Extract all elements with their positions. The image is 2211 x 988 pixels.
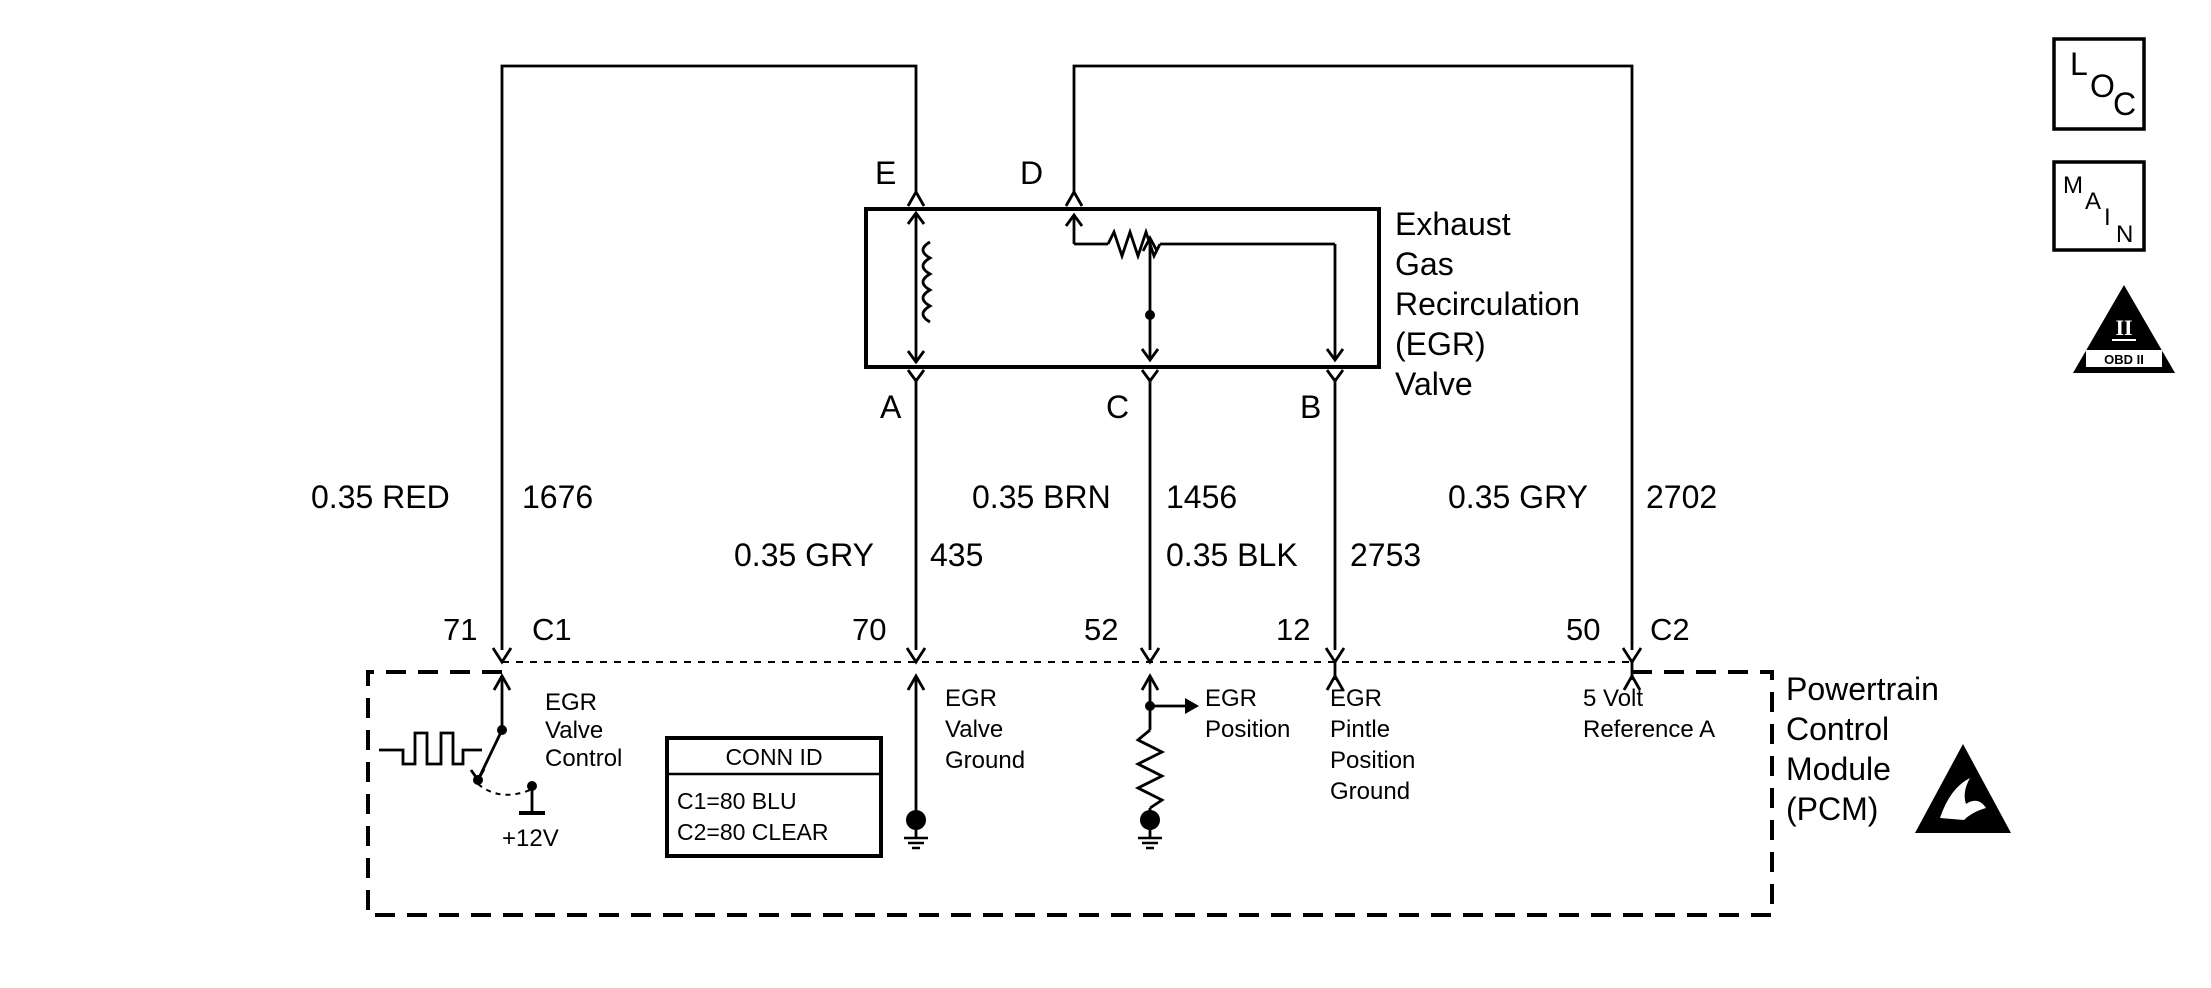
egr-valve-control-label-3: Control (545, 745, 622, 772)
wire-gry-435-size-color: 0.35 GRY (734, 537, 874, 573)
connector-a-icon (906, 369, 926, 384)
pin-52-label: 52 (1084, 612, 1118, 647)
ground-icon (904, 673, 928, 850)
egr-pintle-ground-label-2: Pintle (1330, 716, 1390, 743)
potentiometer-icon (1064, 212, 1345, 363)
egr-valve-ground-label-3: Ground (945, 747, 1025, 774)
egr-pintle-ground-label-3: Position (1330, 747, 1415, 774)
loc-letter-l: L (2070, 46, 2088, 82)
pin-70-label: 70 (852, 612, 886, 647)
egr-position-label-2: Position (1205, 716, 1290, 743)
wire-gry-2702-size-color: 0.35 GRY (1448, 479, 1588, 515)
egr-valve-box (864, 207, 1381, 369)
wire-blk-circuit: 2753 (1350, 537, 1421, 573)
pullup-resistor-icon (1134, 673, 1199, 850)
loc-letter-c: C (2113, 86, 2136, 122)
legend-symbols: L O C M A I N II OBD II (2052, 37, 2175, 373)
pwm-waveform-icon (379, 731, 482, 766)
five-volt-ref-label-2: Reference A (1583, 716, 1715, 743)
terminal-b-label: B (1300, 389, 1321, 425)
loc-symbol: L O C (2052, 37, 2146, 131)
main-letter-n: N (2116, 221, 2133, 248)
terminal-c-label: C (1106, 389, 1129, 425)
connector-c2-label: C2 (1650, 612, 1690, 647)
driver-switch-icon (379, 673, 545, 815)
egr-valve-control-label-2: Valve (545, 717, 603, 744)
terminal-d-label: D (1020, 155, 1043, 191)
pcm-boundary (366, 670, 1774, 917)
wire-brn-circuit: 1456 (1166, 479, 1237, 515)
wires (500, 64, 1634, 650)
main-letter-i: I (2104, 204, 2111, 231)
pin-50-label: 50 (1566, 612, 1600, 647)
connector-d-icon (1064, 189, 1084, 207)
terminal-e-label: E (875, 155, 896, 191)
wire-gry-2702-circuit: 2702 (1646, 479, 1717, 515)
egr-valve-control-label-1: EGR (545, 689, 597, 716)
egr-valve-name-5: Valve (1395, 366, 1473, 402)
conn-id-c2: C2=80 CLEAR (677, 819, 829, 845)
pcm: 71 C1 70 52 12 50 C2 EGR Valve Control +… (366, 612, 2011, 917)
wire-blk-size-color: 0.35 BLK (1166, 537, 1298, 573)
main-letter-a: A (2085, 188, 2101, 215)
esd-warning-icon (1915, 744, 2011, 833)
wire-gry-2702 (1072, 64, 1634, 650)
terminal-a-label: A (880, 389, 902, 425)
conn-id-header: CONN ID (725, 744, 822, 770)
obd-ii-warning-icon: II OBD II (2073, 285, 2175, 373)
egr-valve-name-2: Gas (1395, 246, 1454, 282)
connector-e-icon (906, 189, 926, 207)
egr-pintle-ground-label-1: EGR (1330, 685, 1382, 712)
conn-id-box: CONN ID C1=80 BLU C2=80 CLEAR (665, 736, 883, 858)
egr-position-label-1: EGR (1205, 685, 1257, 712)
main-letter-m: M (2063, 172, 2083, 199)
wire-red-size-color: 0.35 RED (311, 479, 450, 515)
egr-pintle-ground-label-4: Ground (1330, 778, 1410, 805)
pcm-name-4: (PCM) (1786, 791, 1878, 827)
pin-12-label: 12 (1276, 612, 1310, 647)
egr-valve-name-4: (EGR) (1395, 326, 1486, 362)
pcm-name-3: Module (1786, 751, 1891, 787)
pcm-name-1: Powertrain (1786, 671, 1939, 707)
pcm-pin-connectors (491, 647, 1643, 665)
connector-c1-label: C1 (532, 612, 572, 647)
pin-71-label: 71 (443, 612, 477, 647)
egr-valve-name-3: Recirculation (1395, 286, 1580, 322)
wire-red-1676 (500, 64, 918, 650)
conn-id-c1: C1=80 BLU (677, 788, 797, 814)
obd-numeral: II (2115, 315, 2132, 340)
connector-c-icon (1140, 369, 1160, 384)
wire-gry-435-circuit: 435 (930, 537, 983, 573)
obd-label: OBD II (2104, 352, 2144, 367)
five-volt-ref-label-1: 5 Volt (1583, 685, 1643, 712)
connector-b-icon (1325, 369, 1345, 384)
loc-letter-o: O (2090, 68, 2115, 104)
wire-labels: 0.35 RED 1676 0.35 GRY 435 0.35 BRN 1456… (311, 479, 1717, 573)
pcm-name-2: Control (1786, 711, 1889, 747)
supply-12v-label: +12V (502, 825, 559, 852)
egr-valve: E D A C B Exhaust Gas Recirculation (EGR… (864, 155, 1580, 425)
wire-red-circuit: 1676 (522, 479, 593, 515)
solenoid-coil-icon (906, 210, 933, 365)
egr-valve-name-1: Exhaust (1395, 206, 1511, 242)
main-symbol: M A I N (2052, 160, 2146, 252)
egr-valve-ground-label-2: Valve (945, 716, 1003, 743)
wire-brn-size-color: 0.35 BRN (972, 479, 1111, 515)
egr-valve-ground-label-1: EGR (945, 685, 997, 712)
